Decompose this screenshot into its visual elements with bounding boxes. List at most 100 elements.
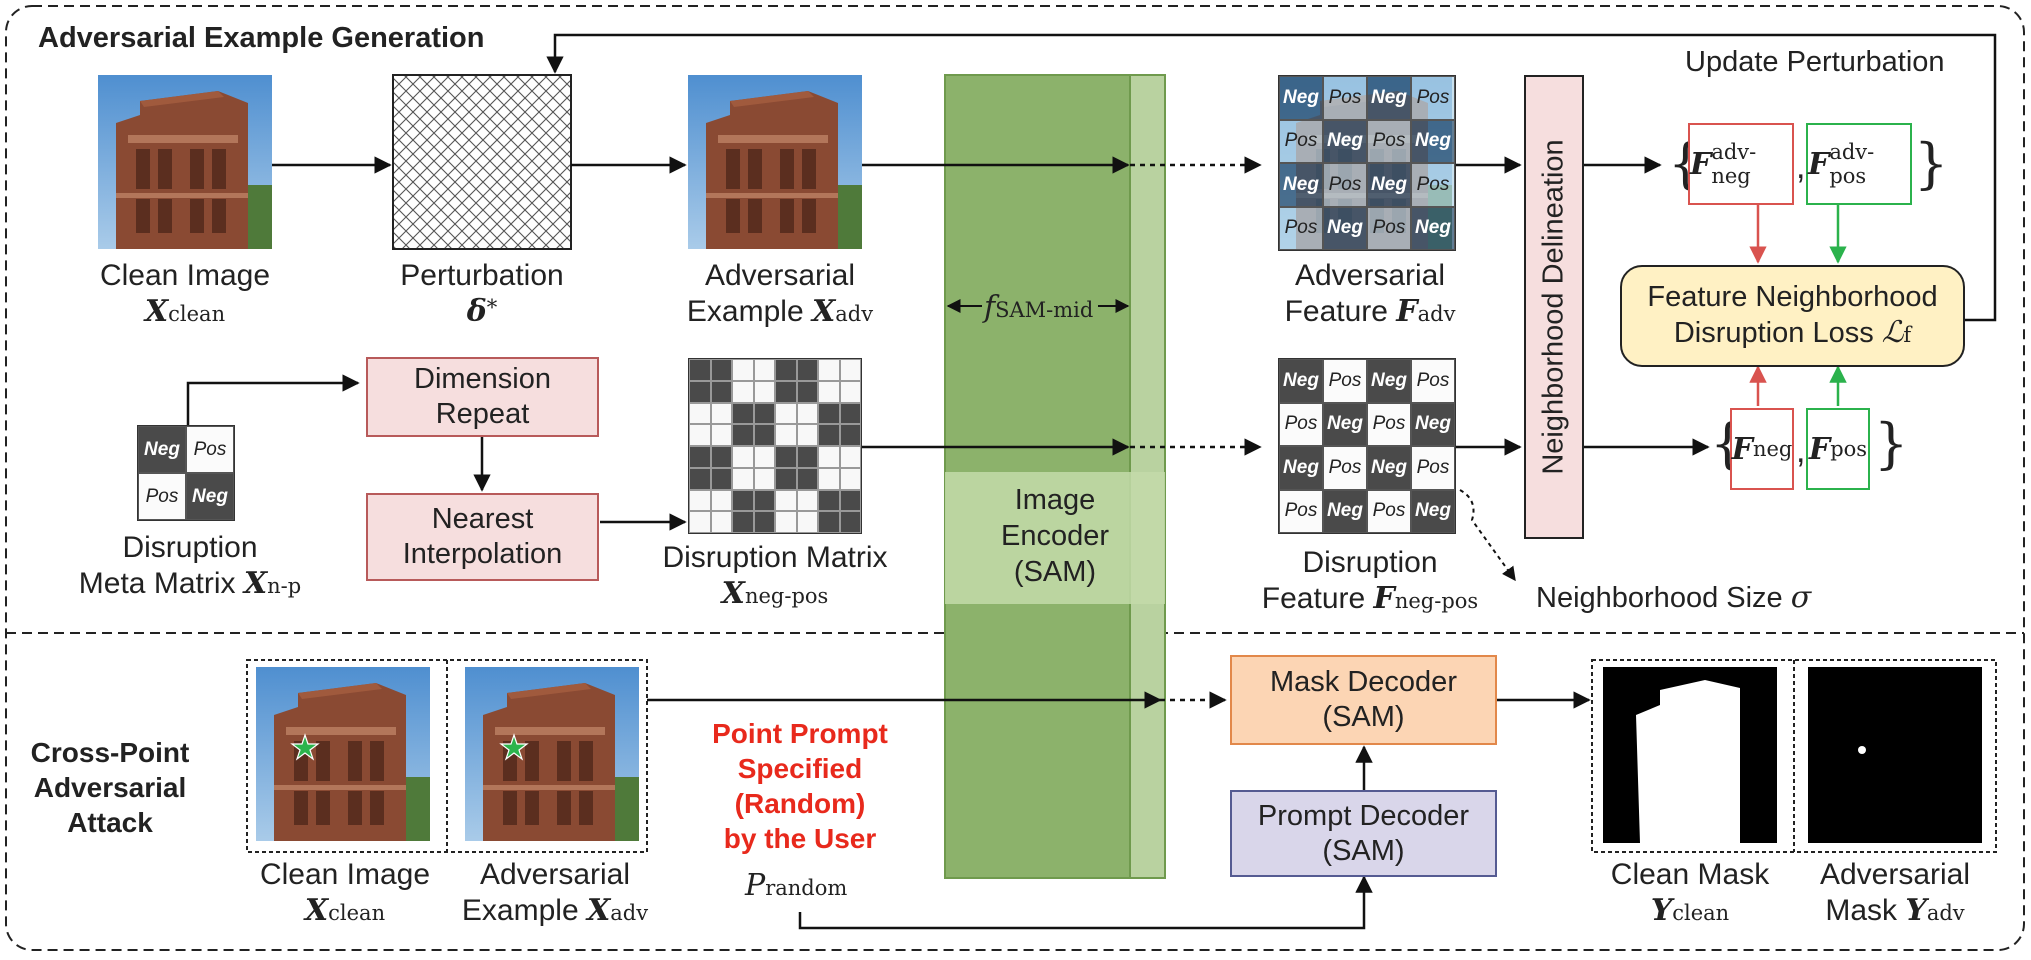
neighborhood-size-label: Neighborhood Size σ xyxy=(1536,580,1812,615)
matrix-cell xyxy=(818,467,840,490)
brace-right-bottom: } xyxy=(1874,412,1909,475)
matrix-cell xyxy=(775,359,797,381)
feature-cell: Neg xyxy=(1411,206,1455,250)
matrix-cell xyxy=(689,446,711,468)
matrix-cell xyxy=(753,380,775,403)
feature-cell: Pos xyxy=(1411,446,1455,490)
disruption-feature-caption: Disruption Feature Fneg-pos xyxy=(1261,546,1479,616)
feature-cell: Neg xyxy=(1323,489,1367,533)
section-title-bottom: Cross-Point Adversarial Attack xyxy=(30,737,190,838)
disruption-matrix-grid xyxy=(688,358,862,534)
matrix-cell xyxy=(818,380,840,403)
feature-cell: Neg xyxy=(1279,446,1323,490)
matrix-cell xyxy=(775,489,797,512)
feature-cell: Pos xyxy=(1279,489,1323,533)
brace-right-top: } xyxy=(1914,132,1949,195)
feature-cell: Pos xyxy=(1367,119,1411,163)
matrix-cell xyxy=(689,511,711,533)
matrix-cell xyxy=(839,511,861,533)
image-encoder-label-band xyxy=(945,472,1165,604)
feature-cell: Pos xyxy=(1367,206,1411,250)
p-random-label: Prandom xyxy=(745,868,848,903)
matrix-cell xyxy=(710,446,732,468)
point-prompt-star-adv xyxy=(499,733,529,761)
perturbation-caption: Perturbation δ* xyxy=(400,259,564,329)
feature-cell: Pos xyxy=(1279,402,1323,446)
matrix-cell xyxy=(689,402,711,425)
feature-neighborhood-loss-box: Feature Neighborhood Disruption Loss ℒf xyxy=(1620,265,1965,367)
image-encoder-label: Image Encoder (SAM) xyxy=(1000,484,1109,588)
matrix-cell xyxy=(710,489,732,512)
feature-cell: Neg xyxy=(1367,163,1411,207)
matrix-cell xyxy=(732,446,754,468)
bottom-clean-image-caption: Clean Image Xclean xyxy=(259,858,431,928)
matrix-cell xyxy=(710,424,732,446)
feature-cell: Neg xyxy=(1279,76,1323,120)
matrix-cell xyxy=(775,467,797,490)
matrix-cell xyxy=(839,402,861,425)
feature-cell: Neg xyxy=(1411,402,1455,446)
matrix-cell xyxy=(753,489,775,512)
feature-cell: Neg xyxy=(1367,359,1411,403)
disruption-meta-matrix: Neg Pos Pos Neg xyxy=(137,425,235,521)
feature-cell: Pos xyxy=(1279,206,1323,250)
matrix-cell xyxy=(796,380,818,403)
mask-decoder-box: Mask Decoder(SAM) xyxy=(1230,655,1497,745)
clean-image-top xyxy=(98,75,272,249)
feature-cell: Pos xyxy=(1367,402,1411,446)
adversarial-example-caption: Adversarial Example Xadv xyxy=(686,259,874,329)
matrix-cell xyxy=(839,359,861,381)
point-prompt-label: Point Prompt Specified (Random) by the U… xyxy=(712,718,888,854)
feature-cell: Neg xyxy=(1323,402,1367,446)
feature-cell: Neg xyxy=(1279,163,1323,207)
bottom-adv-example-caption: Adversarial Example Xadv xyxy=(461,858,649,928)
matrix-cell xyxy=(839,467,861,490)
matrix-cell xyxy=(839,380,861,403)
feature-cell: Pos xyxy=(1323,446,1367,490)
feature-cell: Neg xyxy=(1323,119,1367,163)
matrix-cell xyxy=(818,489,840,512)
outer-frame xyxy=(5,5,2025,951)
disruption-matrix-caption: Disruption Matrix Xneg-pos xyxy=(662,541,888,611)
prompt-decoder-box: Prompt Decoder(SAM) xyxy=(1230,790,1497,877)
feature-cell: Neg xyxy=(1367,76,1411,120)
matrix-cell xyxy=(710,467,732,490)
matrix-cell xyxy=(689,467,711,490)
feature-cell: Pos xyxy=(1411,76,1455,120)
matrix-cell xyxy=(796,446,818,468)
matrix-cell xyxy=(796,424,818,446)
feature-cell: Pos xyxy=(1411,163,1455,207)
matrix-cell xyxy=(753,424,775,446)
matrix-cell xyxy=(818,511,840,533)
feature-cell: Pos xyxy=(1411,359,1455,403)
matrix-cell xyxy=(818,402,840,425)
adversarial-mask-image xyxy=(1808,667,1982,843)
matrix-cell xyxy=(775,402,797,425)
matrix-cell xyxy=(796,489,818,512)
matrix-cell xyxy=(753,446,775,468)
matrix-cell xyxy=(753,467,775,490)
section-title-top: Adversarial Example Generation xyxy=(38,22,485,54)
matrix-cell xyxy=(775,511,797,533)
matrix-cell xyxy=(796,402,818,425)
feature-cell: Neg xyxy=(1279,359,1323,403)
update-perturbation-label: Update Perturbation xyxy=(1685,46,1945,78)
matrix-cell xyxy=(732,467,754,490)
feature-cell: Pos xyxy=(1323,163,1367,207)
matrix-cell xyxy=(796,511,818,533)
matrix-cell xyxy=(732,402,754,425)
feature-cell: Pos xyxy=(1367,489,1411,533)
matrix-cell xyxy=(818,424,840,446)
neighborhood-delineation-box: Neighborhood Delineation xyxy=(1524,75,1584,539)
feature-cell: Neg xyxy=(1323,206,1367,250)
matrix-cell xyxy=(710,402,732,425)
